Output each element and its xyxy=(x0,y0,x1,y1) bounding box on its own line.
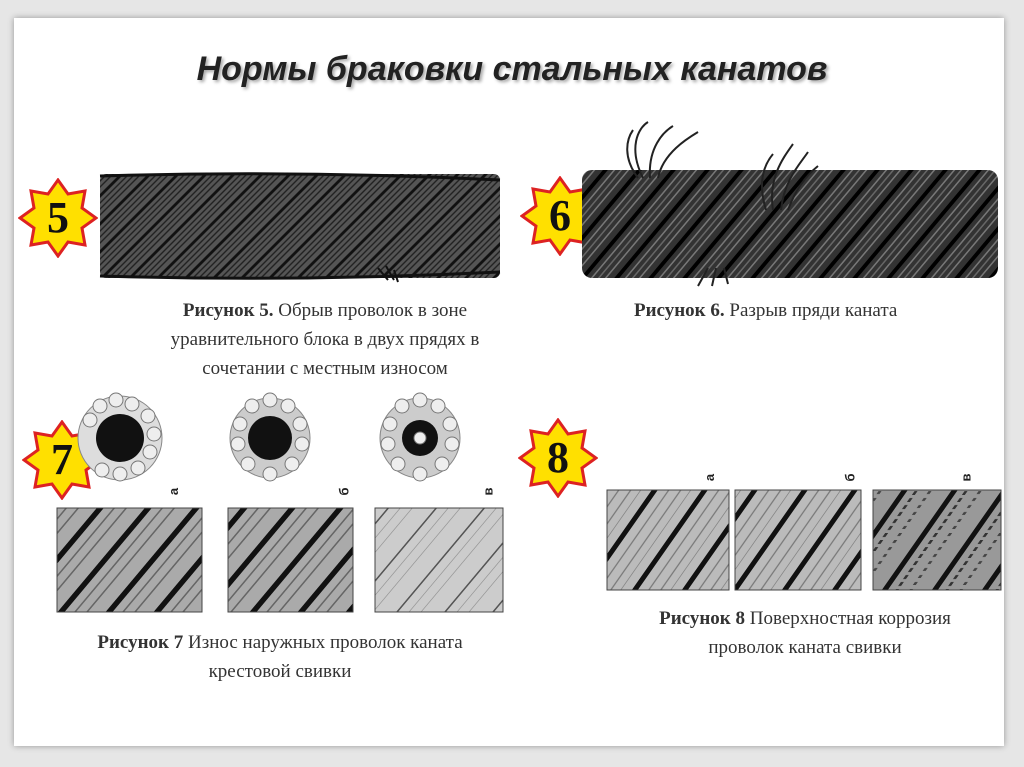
figure-5-rope-image xyxy=(99,172,501,283)
sublabel-v: в xyxy=(480,487,496,496)
caption-label: Рисунок 5. xyxy=(182,300,274,321)
cross-section-b xyxy=(229,392,311,482)
figure-7-caption: Рисунок 7 Износ наружных проволок каната… xyxy=(60,628,500,686)
star-icon xyxy=(17,177,99,259)
sublabel-v: в xyxy=(958,473,974,482)
badge-number: 6 xyxy=(549,191,571,240)
sublabel-a: а xyxy=(166,487,182,496)
figure-8-rope-segments xyxy=(606,489,1002,591)
badge-5: 5 xyxy=(17,177,99,259)
caption-text: Обрыв проволок в зоне xyxy=(273,300,468,321)
caption-text: Износ наружных проволок каната xyxy=(183,632,463,653)
caption-text: сочетании с местным износом xyxy=(202,358,448,379)
cross-section-a xyxy=(77,392,163,482)
badge-number: 8 xyxy=(547,433,569,482)
caption-text: крестовой свивки xyxy=(208,661,352,682)
slide xyxy=(14,18,1004,746)
cross-section-v xyxy=(379,392,461,482)
sublabel-b: б xyxy=(842,473,858,482)
sublabel-a: а xyxy=(702,473,718,482)
caption-text: уравнительного блока в двух прядях в xyxy=(170,329,480,350)
caption-text: Разрыв пряди каната xyxy=(724,300,898,321)
figure-7-rope-segments xyxy=(56,507,504,613)
sublabel-b: б xyxy=(336,487,352,496)
page-title: Нормы браковки стальных канатов xyxy=(196,50,828,88)
figure-7-cross-sections xyxy=(77,392,461,482)
badge-8: 8 xyxy=(517,417,599,499)
figure-8-caption: Рисунок 8 Поверхностная коррозия проволо… xyxy=(640,604,970,662)
caption-text: Поверхностная коррозия xyxy=(744,608,951,629)
badge-6: 6 xyxy=(519,175,601,257)
badge-number: 7 xyxy=(51,435,73,484)
figure-6-caption: Рисунок 6. Разрыв пряди каната xyxy=(634,296,994,325)
figure-5-caption: Рисунок 5. Обрыв проволок в зоне уравнит… xyxy=(140,296,510,383)
caption-label: Рисунок 6. xyxy=(634,300,725,321)
badge-number: 5 xyxy=(47,193,69,242)
caption-text: проволок каната свивки xyxy=(708,637,902,658)
star-icon xyxy=(517,417,599,499)
caption-label: Рисунок 8 xyxy=(659,608,745,629)
figure-6-rope-image xyxy=(582,121,998,287)
caption-label: Рисунок 7 xyxy=(97,632,184,653)
